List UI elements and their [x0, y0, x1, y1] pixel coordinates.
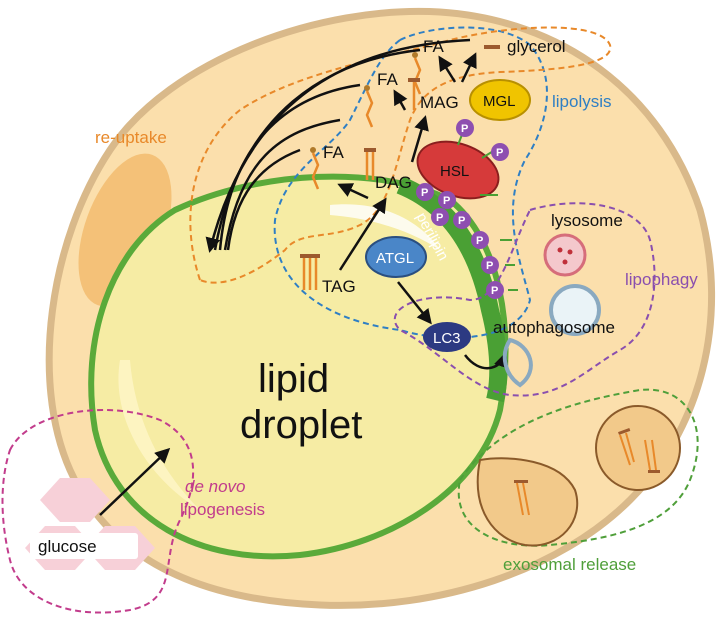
phospho-label-2: P	[496, 147, 503, 159]
tag-to-dag-arrow	[338, 197, 387, 271]
fa-label-low: FA	[323, 143, 344, 162]
phospho-label-6: P	[458, 215, 465, 227]
lysosome-dot-1	[557, 247, 563, 253]
phospho-label-8: P	[486, 260, 493, 272]
lipid-droplet-label-2: droplet	[240, 403, 362, 447]
mgl-label: MGL	[483, 93, 516, 110]
lc3-label: LC3	[433, 330, 461, 347]
lysosome-dot-2	[567, 249, 573, 255]
autophagosome-label: autophagosome	[493, 318, 615, 337]
phospho-label-4: P	[443, 195, 450, 207]
fa-molecule-low	[310, 147, 320, 190]
exosome-lipids-vesicle	[618, 428, 660, 473]
mag-to-fa-top-arrow	[438, 55, 457, 83]
autophagosome-membrane	[502, 337, 533, 388]
droplet-highlight	[118, 360, 200, 510]
re-uptake-arrow-5	[226, 148, 301, 251]
tag-molecule	[300, 254, 320, 290]
dag-label: DAG	[375, 173, 412, 192]
hsl-label: HSL	[440, 163, 469, 180]
exosome-lipids-bud	[514, 480, 530, 516]
de-novo-label: de novo	[185, 477, 246, 496]
phospho-label-1: P	[461, 123, 468, 135]
mag-label: MAG	[420, 93, 459, 112]
lysosome-icon	[543, 233, 587, 277]
phospho-groups	[416, 119, 518, 299]
re-uptake-region	[189, 26, 612, 284]
dag-molecule	[364, 148, 376, 180]
glycerol-label: glycerol	[507, 37, 566, 56]
lipid-droplet-label-1: lipid	[258, 357, 329, 401]
phospho-label-7: P	[476, 235, 483, 247]
lipogenesis-label: lipogenesis	[180, 500, 265, 519]
tag-label: TAG	[322, 277, 356, 296]
fa-label-mid: FA	[377, 70, 398, 89]
droplet-sheen	[330, 204, 440, 250]
fa-label-top: FA	[423, 37, 444, 56]
exosomal-release-label: exosomal release	[503, 555, 636, 574]
lipolysis-label: lipolysis	[552, 92, 612, 111]
glucose-label: glucose	[38, 537, 97, 556]
mgl-enzyme	[469, 79, 531, 121]
perilipin-band	[396, 176, 508, 403]
fa-molecule-mid	[364, 85, 374, 128]
exosome-vesicle	[595, 405, 681, 491]
lipolysis-region	[273, 26, 548, 339]
lipophagy-label: lipophagy	[625, 270, 698, 289]
lipophagy-region	[393, 202, 656, 397]
re-uptake-label: re-uptake	[95, 128, 167, 147]
phospho-label-5: P	[436, 212, 443, 224]
dag-to-mag-arrow	[410, 115, 429, 163]
lysosome-label: lysosome	[551, 211, 623, 230]
glucose-label-bg	[30, 533, 138, 559]
lipogenesis-arrow	[99, 447, 171, 516]
atgl-enzyme	[365, 236, 427, 278]
lc3-protein	[423, 322, 471, 352]
phospho-label-3: P	[421, 187, 428, 199]
exosomal-region	[457, 388, 699, 547]
mag-to-fa-arrow	[393, 89, 408, 111]
autophagosome-icon	[549, 284, 601, 336]
glycerol-molecule	[484, 45, 500, 49]
phospho-label-9: P	[491, 285, 498, 297]
glucose-hexagon-1	[40, 478, 110, 522]
re-uptake-arrow-4	[223, 118, 341, 251]
mag-molecule	[408, 78, 420, 110]
dag-to-fa-arrow	[337, 183, 369, 200]
re-uptake-arrow-3	[218, 83, 361, 251]
fa-molecule-top	[412, 52, 422, 95]
atgl-to-lc3-arrow	[397, 281, 432, 325]
mag-to-glycerol-arrow	[460, 52, 477, 83]
lysosome-dot-3	[562, 259, 568, 265]
lipogenesis-region	[1, 409, 195, 614]
atgl-label: ATGL	[376, 250, 414, 267]
